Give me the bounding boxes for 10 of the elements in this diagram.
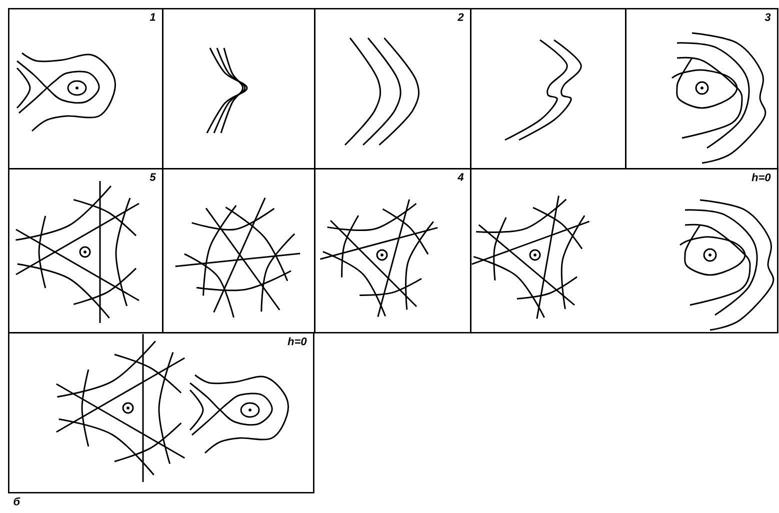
numbered-panel: h=0 (8, 332, 314, 494)
numbered-panel: 2 (314, 8, 472, 170)
numbered-panel: h=0 (470, 168, 778, 334)
numbered-panel: 5 (8, 168, 164, 334)
numbered-panel: 1 (8, 8, 164, 170)
panel (470, 8, 626, 170)
numbered-panel: 3 (625, 8, 778, 170)
panel (162, 8, 316, 170)
panel (162, 168, 316, 334)
numbered-panel: 4 (314, 168, 472, 334)
